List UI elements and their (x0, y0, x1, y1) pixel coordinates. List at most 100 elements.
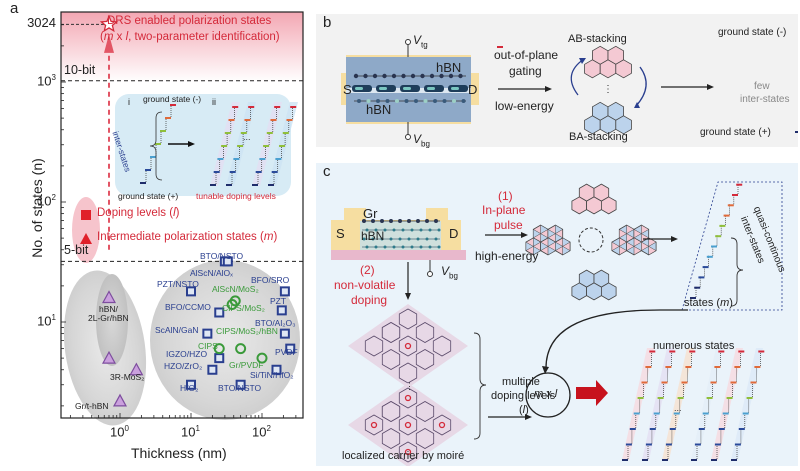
red-result-arrow (576, 380, 608, 406)
data-point-square (222, 256, 233, 267)
few-states-ladder: ⋮ (795, 131, 798, 133)
ba-stacking-hex-icon (584, 101, 632, 135)
data-point-circle (235, 343, 247, 355)
hbn-label-c: hBN (361, 229, 385, 243)
data-point-square (186, 379, 196, 390)
data-point-square (207, 364, 218, 375)
inset-ground-neg: ground state (-) (143, 94, 202, 104)
data-point-label: IGZO/HZO (166, 349, 208, 359)
legend-square-marker (81, 210, 91, 220)
hbn-top-label: hBN (436, 60, 462, 75)
reference-label: 5-bit (64, 243, 89, 258)
panel-c-diagram: ⋮ ... (331, 181, 783, 466)
l-label: (l) (519, 404, 529, 416)
x-tick-label: 102 (252, 424, 271, 440)
source-contact-c (344, 208, 366, 222)
ab-stacking-label: AB-stacking (568, 33, 627, 45)
ab-stacking-hex-icon (584, 45, 632, 79)
hbn-stack-c (360, 221, 441, 250)
hbn-bottom-label: hBN (366, 102, 392, 117)
data-point-label: 3R-MoS₂ (110, 372, 145, 382)
mxl-circle (525, 372, 571, 418)
data-point-label: CIPS (198, 341, 218, 351)
y-tick-label: 101 (37, 313, 56, 329)
step2-label-2: doping (351, 293, 388, 307)
inset-label-ii: ii (212, 97, 216, 107)
multiple-label: multiple (502, 376, 540, 388)
ground-neg-label: ground state (-) (718, 27, 787, 38)
low-energy-label: low-energy (495, 99, 554, 113)
top-gate-terminal (405, 39, 411, 45)
data-point-label: PZT (270, 296, 287, 306)
data-point-square (214, 307, 225, 318)
x-tick-label: 101 (181, 424, 200, 440)
data-point-triangle (129, 362, 144, 376)
data-point-square (235, 379, 246, 390)
panel-b-letter: b (323, 14, 332, 31)
sliding-region (96, 274, 128, 366)
few-label: few (754, 81, 770, 92)
data-point-circle (213, 343, 225, 355)
data-point-square (214, 353, 225, 364)
legend-doping-label: Doping levels (l) (97, 207, 180, 219)
inset-ladder-icon: ... (140, 102, 298, 186)
ground-pos-label: ground state (+) (700, 127, 771, 138)
step1-label-2: pulse (494, 218, 523, 232)
data-point-label: AlScN/MoS₂ (212, 284, 259, 294)
few-states-ladder-icon (497, 46, 503, 48)
reference-label: 10-bit (64, 62, 96, 77)
mxl-label: m x l (534, 388, 558, 400)
step2-number: (2) (360, 263, 375, 277)
highlight-band (61, 12, 303, 82)
localized-carrier-label: localized carrier by moiré (342, 450, 465, 462)
y-tick-label: 103 (37, 73, 56, 89)
gating-label-1: out-of-plane (494, 48, 559, 62)
plot-frame (60, 11, 304, 419)
data-point-label: BTO/Al₂O₃ (255, 318, 296, 328)
quasi-states-box (681, 181, 783, 311)
highlight-subtitle: (m x l, two-parameter identification) (100, 31, 280, 43)
legend-ellipse (72, 197, 100, 263)
data-point-square (276, 305, 287, 316)
numerous-states-ladder-icon: ... (622, 348, 765, 461)
quasi-states-ladder-icon (690, 183, 743, 299)
bottom-gate-terminal-c (427, 271, 433, 277)
bottom-gate-label: Vbg (413, 132, 430, 149)
svg-text:⋮: ⋮ (405, 381, 414, 391)
y-tick-label: 3024 (27, 15, 56, 31)
panel-a-letter: a (10, 0, 19, 17)
moire-lattice-icon: ⋮ (348, 304, 468, 466)
data-point-square (186, 286, 196, 297)
ba-stacking-label: BA-stacking (569, 131, 628, 143)
cycle-arrow-icon (570, 58, 585, 96)
data-point-label: BFO/CCMO (165, 302, 211, 312)
gating-label-2: gating (509, 64, 542, 78)
panel-c-letter: c (323, 163, 331, 180)
data-point-triangle (112, 393, 128, 407)
y-tick-label: 102 (37, 193, 56, 209)
inset-tunable-label: tunable doping levels (196, 191, 276, 201)
inset-ground-pos: ground state (+) (118, 191, 179, 201)
source-label-c: S (336, 226, 345, 241)
substrate-c (331, 250, 466, 260)
data-point-label: Gr/PVDF (229, 360, 264, 370)
x-tick-label: 100 (110, 424, 129, 440)
legend-polarization-label: Intermediate polarization states (m) (97, 231, 278, 243)
svg-text:⋮: ⋮ (603, 84, 613, 95)
legend-triangle-marker (80, 233, 92, 244)
data-point-label: BTO/NSTO (200, 251, 244, 261)
drain-label: D (468, 82, 478, 97)
high-energy-label: high-energy (475, 249, 539, 263)
device-b (341, 39, 479, 140)
data-point-square (279, 286, 290, 297)
data-point-triangle (101, 290, 117, 304)
data-point-circle (256, 352, 268, 364)
data-point-square (271, 364, 282, 375)
bottom-gate-label-c: Vbg (441, 264, 458, 281)
doping-levels-label: doping levels (491, 390, 556, 402)
data-point-label: CIPS/MoS₂ (222, 303, 265, 313)
data-point-label: ScAlN/GaN (155, 325, 199, 335)
bottom-gate-terminal (405, 134, 411, 140)
states-m-label: states (m) (684, 297, 733, 309)
inter-states-label: inter-states (740, 94, 790, 105)
